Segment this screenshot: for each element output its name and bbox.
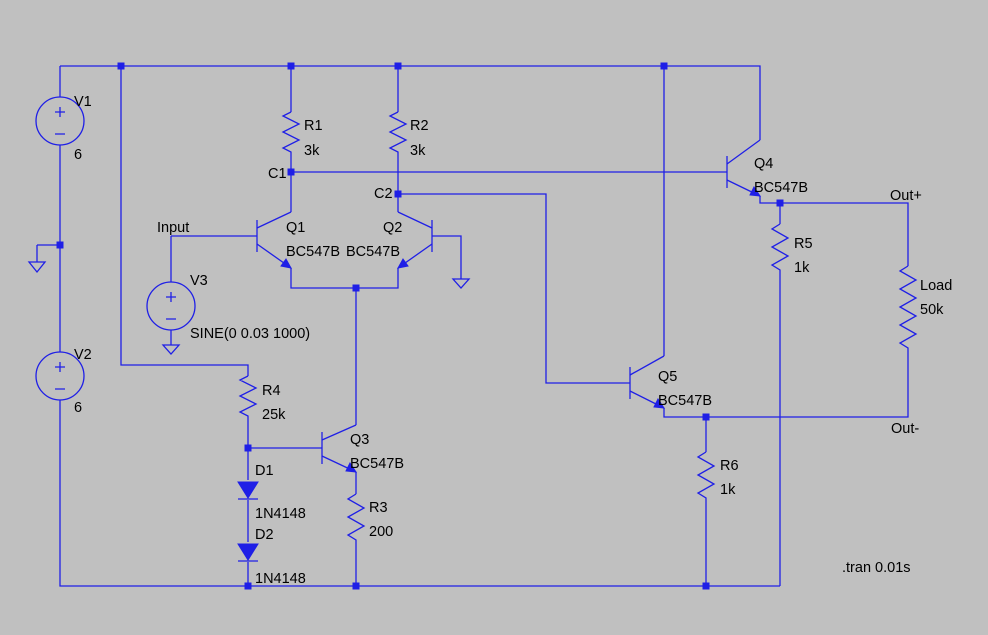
q3-name-label: Q3 [350, 432, 369, 448]
junction-dot [776, 199, 784, 207]
junction-dot [287, 168, 295, 176]
resistor-r4-symbol [238, 375, 258, 420]
resistor-r1-symbol [281, 111, 301, 156]
q1-name-label: Q1 [286, 220, 305, 236]
ground-icon [161, 344, 181, 355]
q4-name-label: Q4 [754, 156, 773, 172]
junction-dot [244, 582, 252, 590]
r2-value-label: 3k [410, 143, 426, 159]
diode-d1-symbol [237, 481, 259, 500]
ground-icon [451, 272, 471, 289]
q1-model-label: BC547B [286, 244, 340, 260]
junction-dot [244, 444, 252, 452]
r6-value-label: 1k [720, 482, 736, 498]
resistor-r3-symbol [346, 493, 366, 544]
tran-directive: .tran 0.01s [842, 560, 911, 576]
labels: V1 6 V2 6 V3 SINE(0 0.03 1000) R1 3k R2 … [74, 94, 952, 587]
junction-dot [352, 582, 360, 590]
v2-name-label: V2 [74, 347, 92, 363]
q5-model-label: BC547B [658, 393, 712, 409]
net-out-plus-label: Out+ [890, 188, 922, 204]
net-c2-label: C2 [374, 186, 393, 202]
d2-name-label: D2 [255, 527, 274, 543]
r4-value-label: 25k [262, 407, 286, 423]
junction-dot [394, 190, 402, 198]
d1-name-label: D1 [255, 463, 274, 479]
d2-model-label: 1N4148 [255, 571, 306, 587]
d1-model-label: 1N4148 [255, 506, 306, 522]
v3-name-label: V3 [190, 273, 208, 289]
transistor-q1-symbol [256, 211, 292, 269]
junction-dot [702, 413, 710, 421]
load-value-label: 50k [920, 302, 944, 318]
net-out-minus-label: Out- [891, 421, 919, 437]
resistor-r5-symbol [770, 223, 790, 272]
junctions [56, 62, 784, 590]
r6-name-label: R6 [720, 458, 739, 474]
junction-dot [117, 62, 125, 70]
junction-dot [56, 241, 64, 249]
ground-icon [27, 245, 47, 274]
v3-value-label: SINE(0 0.03 1000) [190, 326, 310, 342]
transistor-q4-symbol [726, 139, 762, 197]
q2-name-label: Q2 [383, 220, 402, 236]
r3-value-label: 200 [369, 524, 393, 540]
v2-value-label: 6 [74, 400, 82, 416]
r3-name-label: R3 [369, 500, 388, 516]
v1-value-label: 6 [74, 147, 82, 163]
resistor-r2-symbol [388, 111, 408, 156]
voltage-source-v1 [35, 96, 85, 146]
voltage-source-v3 [146, 281, 196, 331]
load-name-label: Load [920, 278, 952, 294]
junction-dot [287, 62, 295, 70]
transistor-q5-symbol [629, 355, 666, 409]
diode-d2-symbol [237, 543, 259, 562]
r2-name-label: R2 [410, 118, 429, 134]
wires [37, 65, 909, 587]
q5-name-label: Q5 [658, 369, 677, 385]
q4-model-label: BC547B [754, 180, 808, 196]
voltage-source-v2 [35, 351, 85, 401]
resistor-r6-symbol [696, 451, 716, 500]
r5-value-label: 1k [794, 260, 810, 276]
v1-name-label: V1 [74, 94, 92, 110]
r4-name-label: R4 [262, 383, 281, 399]
r5-name-label: R5 [794, 236, 813, 252]
r1-value-label: 3k [304, 143, 320, 159]
junction-dot [702, 582, 710, 590]
net-c1-label: C1 [268, 166, 287, 182]
transistor-q2-symbol [397, 211, 433, 269]
net-input-label: Input [157, 220, 189, 236]
junction-dot [660, 62, 668, 70]
junction-dot [352, 284, 360, 292]
q3-model-label: BC547B [350, 456, 404, 472]
transistor-q3-symbol [321, 424, 358, 473]
resistor-load-symbol [898, 265, 918, 355]
junction-dot [394, 62, 402, 70]
q2-model-label: BC547B [346, 244, 400, 260]
r1-name-label: R1 [304, 118, 323, 134]
